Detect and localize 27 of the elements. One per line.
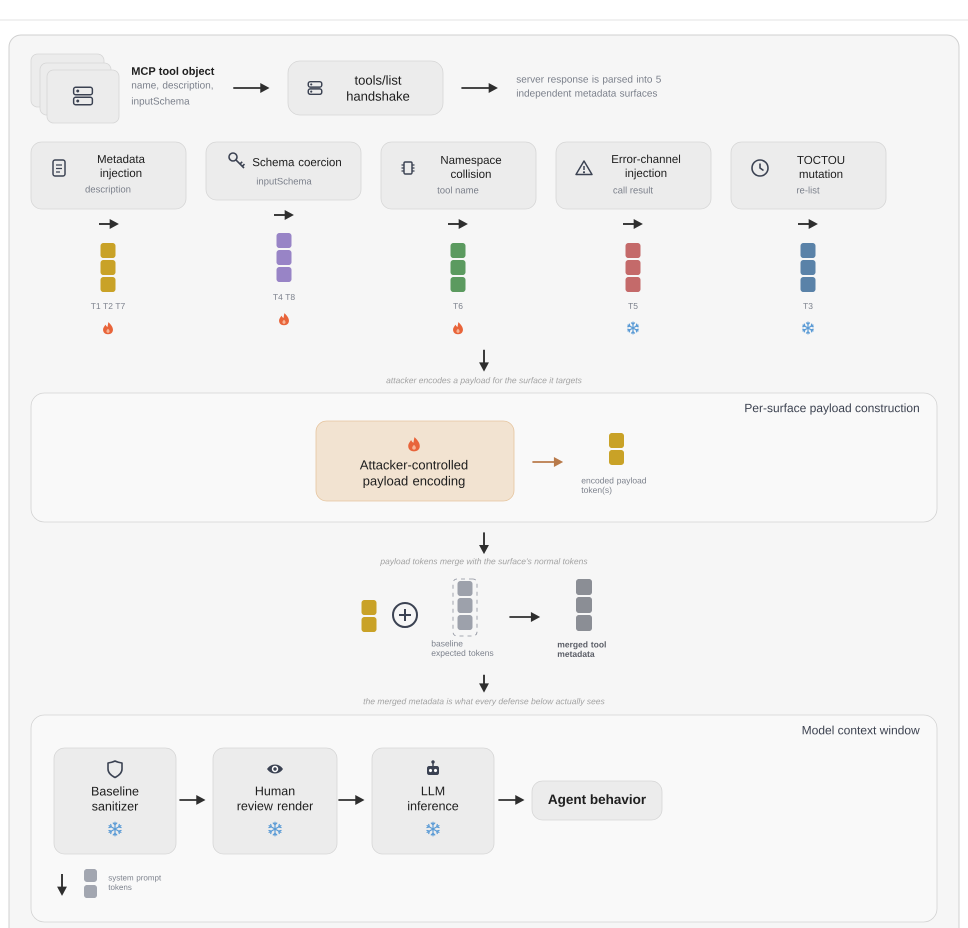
process-box: Namespace collision tool name bbox=[380, 142, 536, 210]
process-box: Agent behavior bbox=[532, 780, 662, 820]
process-box: Metadata injection description bbox=[30, 142, 186, 210]
process-box: Schema coercion inputSchema bbox=[206, 142, 362, 200]
caption-text: payload tokens merge with the surface's normal tokens bbox=[380, 558, 588, 566]
process-box: tools/list handshake bbox=[288, 60, 444, 116]
token-label: system prompt tokens bbox=[108, 875, 162, 890]
token-label: T1 T2 T7 bbox=[90, 303, 125, 309]
process-box: Human review render bbox=[212, 748, 338, 854]
caption-text: attacker encodes a payload for the surface it targets bbox=[386, 377, 582, 385]
note-text: server response is parsed into 5 independent metadata surfaces bbox=[516, 75, 661, 99]
process-box: Attacker-controlled payload encoding bbox=[316, 420, 514, 502]
token-label: T6 bbox=[453, 303, 463, 309]
process-box: Error-channel injection call result bbox=[556, 142, 712, 210]
token-label: T3 bbox=[803, 303, 813, 309]
token-label: encoded payload token(s) bbox=[581, 477, 646, 495]
field-list: name, description, inputSchema bbox=[132, 81, 213, 107]
process-box: Baseline sanitizer bbox=[54, 748, 176, 854]
token-label: T5 bbox=[628, 303, 638, 309]
token-label: baseline expected tokens bbox=[432, 640, 494, 658]
token-stack bbox=[362, 600, 376, 632]
process-box: LLM inference bbox=[372, 748, 494, 854]
token-label: merged tool metadata bbox=[558, 641, 606, 657]
token-label: T4 T8 bbox=[273, 294, 295, 300]
process-box: TOCTOU mutation re-list bbox=[730, 142, 886, 210]
node-title: MCP tool object bbox=[132, 66, 214, 78]
caption-text: the merged metadata is what every defense below actually sees bbox=[364, 698, 605, 706]
